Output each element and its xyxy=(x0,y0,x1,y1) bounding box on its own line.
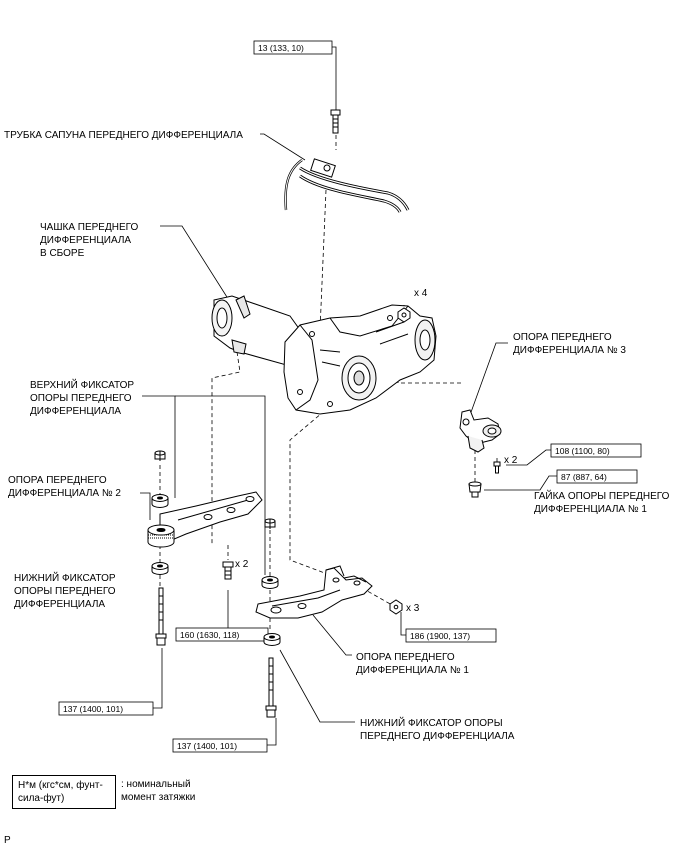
differential-carrier-drawing xyxy=(211,295,437,415)
center-bolt-icon xyxy=(222,561,234,580)
label-mount-no3-line2: ДИФФЕРЕНЦИАЛА № 3 xyxy=(513,345,626,356)
qty-x2-center: x 2 xyxy=(235,559,249,570)
mount-no1-drawing xyxy=(255,565,373,619)
label-breather-tube: ТРУБКА САПУНА ПЕРЕДНЕГО ДИФФЕРЕНЦИАЛА xyxy=(4,130,243,141)
torque-right-bolt-text: 137 (1400, 101) xyxy=(177,741,237,751)
footer-code: P xyxy=(4,835,11,846)
qty-x2-right: x 2 xyxy=(504,455,518,466)
torque-center-bolt: 160 (1630, 118) xyxy=(175,627,269,642)
torque-mount1-bolt-text: 186 (1900, 137) xyxy=(410,631,470,641)
torque-mount3-bolt-text: 108 (1100, 80) xyxy=(555,446,610,456)
torque-mount3-bolt: 108 (1100, 80) xyxy=(550,443,642,458)
label-upper-stopper-line3: ДИФФЕРЕНЦИАЛА xyxy=(30,406,121,417)
label-carrier-line3: В СБОРЕ xyxy=(40,248,85,259)
torque-breather: 13 (133, 10) xyxy=(253,40,333,55)
left-long-bolt-icon xyxy=(155,587,167,646)
label-carrier-line1: ЧАШКА ПЕРЕДНЕГО xyxy=(40,222,138,233)
torque-mount1-bolt: 186 (1900, 137) xyxy=(405,628,497,643)
label-mount-no1-line2: ДИФФЕРЕНЦИАЛА № 1 xyxy=(356,665,469,676)
label-mount-no2-line2: ДИФФЕРЕНЦИАЛА № 2 xyxy=(8,488,121,499)
legend-desc-line2: момент затяжки xyxy=(121,792,196,803)
legend-description: : номинальный момент затяжки xyxy=(121,778,195,804)
label-carrier-line2: ДИФФЕРЕНЦИАЛА xyxy=(40,235,131,246)
label-lower-stopper-left-line3: ДИФФЕРЕНЦИАЛА xyxy=(14,599,105,610)
label-mount-no3-line1: ОПОРА ПЕРЕДНЕГО xyxy=(513,332,612,343)
lower-stopper-right-icon xyxy=(263,633,281,646)
label-upper-stopper-line1: ВЕРХНИЙ ФИКСАТОР xyxy=(30,378,134,391)
label-mount-nut-line2: ДИФФЕРЕНЦИАЛА № 1 xyxy=(534,504,647,515)
torque-left-bolt-text: 137 (1400, 101) xyxy=(63,704,123,714)
legend-unit-box: Н*м (кгс*см, фунт- сила-фут) xyxy=(12,775,116,809)
mount-no1-nut-icon xyxy=(264,518,276,529)
label-lower-stopper-left-line1: НИЖНИЙ ФИКСАТОР xyxy=(14,571,116,584)
torque-breather-text: 13 (133, 10) xyxy=(258,43,304,53)
legend-unit-line2: сила-фут) xyxy=(18,793,65,804)
breather-bolt-icon xyxy=(330,109,341,134)
legend-desc-line1: : номинальный xyxy=(121,779,191,790)
upper-stopper-left-icon xyxy=(151,494,169,508)
breather-tube-drawing xyxy=(284,158,410,213)
label-mount-no2-line1: ОПОРА ПЕРЕДНЕГО xyxy=(8,475,107,486)
torque-right-bolt: 137 (1400, 101) xyxy=(172,738,268,753)
label-leaders xyxy=(140,133,508,723)
mount-no3-bolt-icon xyxy=(493,461,501,474)
lower-stopper-left-icon xyxy=(151,562,169,575)
torque-mount-nut: 87 (887, 64) xyxy=(556,469,638,484)
carrier-bolt-icon xyxy=(397,307,411,323)
qty-x4: x 4 xyxy=(414,288,428,299)
upper-stopper-right-icon xyxy=(261,576,279,589)
qty-x3: x 3 xyxy=(406,603,420,614)
mount-no1-bolt-icon xyxy=(389,599,403,615)
label-lower-stopper-left-line2: ОПОРЫ ПЕРЕДНЕГО xyxy=(14,586,116,597)
right-long-bolt-icon xyxy=(265,657,277,718)
label-upper-stopper-line2: ОПОРЫ ПЕРЕДНЕГО xyxy=(30,393,132,404)
mount-no2-drawing xyxy=(147,491,263,548)
torque-leaders xyxy=(153,46,557,746)
torque-left-bolt: 137 (1400, 101) xyxy=(58,701,154,716)
mount-no2-nut-icon xyxy=(154,450,166,461)
mount-no3-drawing xyxy=(459,409,502,453)
torque-center-bolt-text: 160 (1630, 118) xyxy=(180,630,240,640)
label-mount-nut-line1: ГАЙКА ОПОРЫ ПЕРЕДНЕГО xyxy=(534,489,670,502)
legend-unit-line1: Н*м (кгс*см, фунт- xyxy=(18,780,103,791)
mount-nut-icon xyxy=(468,481,482,498)
label-lower-stopper-right-line1: НИЖНИЙ ФИКСАТОР ОПОРЫ xyxy=(360,716,503,729)
torque-mount-nut-text: 87 (887, 64) xyxy=(561,472,607,482)
label-mount-no1-line1: ОПОРА ПЕРЕДНЕГО xyxy=(356,652,455,663)
label-lower-stopper-right-line2: ПЕРЕДНЕГО ДИФФЕРЕНЦИАЛА xyxy=(360,731,515,742)
